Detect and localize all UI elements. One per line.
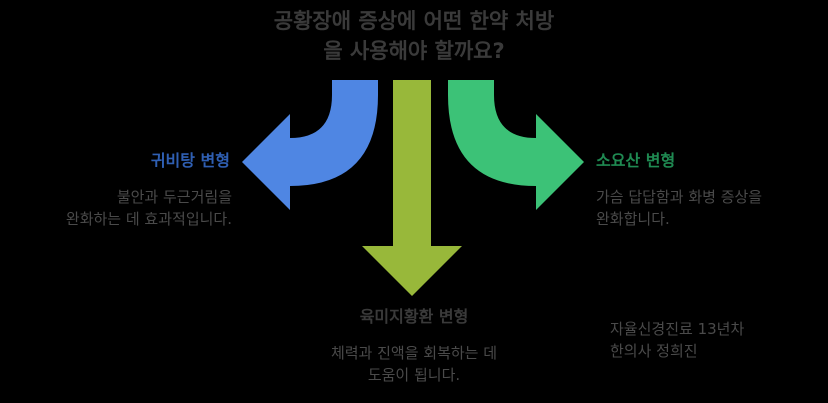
bottom-branch-heading: 육미지황환 변형 bbox=[359, 307, 469, 326]
bottom-desc-line-2: 도움이 됩니다. bbox=[367, 366, 461, 384]
left-desc-line-1: 불안과 두근거림을 bbox=[116, 188, 232, 206]
credit-line-1: 자율신경진료 13년차 bbox=[610, 320, 745, 338]
left-branch-description: 불안과 두근거림을 완화하는 데 효과적입니다. bbox=[10, 186, 232, 230]
title-line-2: 을 사용해야 할까요? bbox=[323, 39, 505, 63]
center-arrow bbox=[362, 80, 462, 296]
right-branch-heading: 소요산 변형 bbox=[596, 151, 676, 170]
right-desc-line-2: 완화합니다. bbox=[596, 210, 670, 228]
right-branch-description: 가슴 답답함과 화병 증상을 완화합니다. bbox=[596, 186, 824, 230]
right-arrow-shape bbox=[448, 80, 584, 210]
bottom-branch-description: 체력과 진액을 회복하는 데 도움이 됩니다. bbox=[286, 342, 542, 386]
left-arrow-shape bbox=[242, 80, 378, 210]
credit-line-2: 한의사 정희진 bbox=[610, 342, 698, 360]
right-desc-line-1: 가슴 답답함과 화병 증상을 bbox=[596, 188, 763, 206]
left-desc-line-2: 완화하는 데 효과적입니다. bbox=[65, 210, 232, 228]
diagram-title: 공황장애 증상에 어떤 한약 처방 을 사용해야 할까요? bbox=[214, 6, 614, 66]
center-arrow-shape bbox=[362, 80, 462, 296]
bottom-desc-line-1: 체력과 진액을 회복하는 데 bbox=[330, 344, 498, 362]
title-line-1: 공황장애 증상에 어떤 한약 처방 bbox=[273, 9, 555, 33]
left-arrow bbox=[242, 80, 378, 210]
right-arrow bbox=[448, 80, 584, 210]
author-credit: 자율신경진료 13년차 한의사 정희진 bbox=[610, 318, 744, 362]
left-branch-heading: 귀비탕 변형 bbox=[150, 151, 230, 170]
